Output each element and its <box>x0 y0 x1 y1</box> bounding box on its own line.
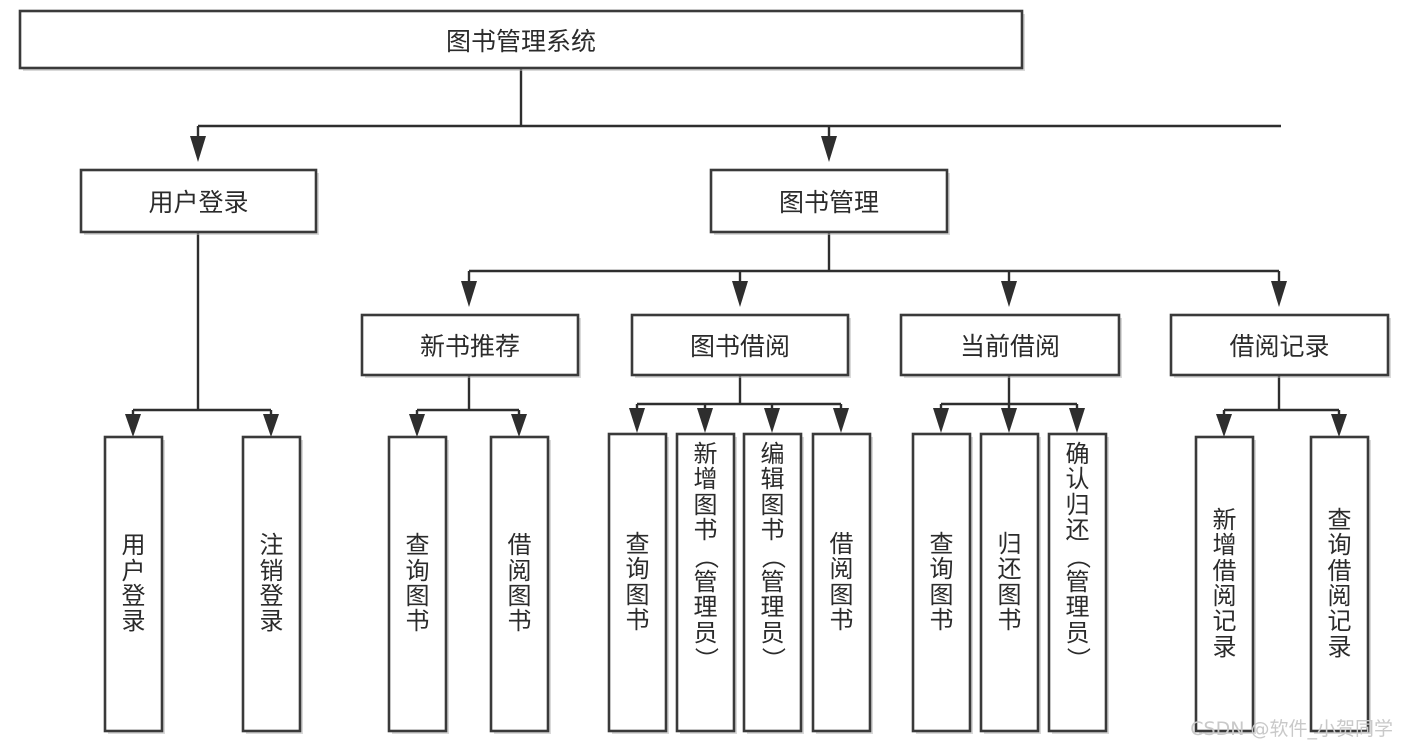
arrow-head-bookborrow-leaf-3 <box>764 408 780 433</box>
node-leaf-new-book-2[interactable] <box>489 435 551 734</box>
arrow-head-bookborrow-leaf-4 <box>833 408 849 433</box>
node-leaf-book-borrow-4[interactable] <box>811 432 873 734</box>
node-user-login[interactable] <box>79 168 319 235</box>
node-leaf-new-book-1[interactable] <box>387 435 449 734</box>
arrow-head-userlogin-leaf-2 <box>263 414 279 437</box>
node-leaf-user-login-2[interactable] <box>241 435 303 734</box>
connector-group-bookmanage-to-level3 <box>461 232 1287 307</box>
node-current-borrow[interactable] <box>899 313 1122 378</box>
arrow-head-borrowrecord-leaf-2 <box>1331 414 1347 437</box>
node-book-borrow[interactable] <box>630 313 851 378</box>
node-leaf-borrow-record-2[interactable] <box>1309 435 1371 734</box>
node-book-manage[interactable] <box>709 168 950 235</box>
arrow-head-currentborrow-leaf-1 <box>933 408 949 433</box>
connector-group-userlogin-leaves <box>125 232 279 437</box>
arrow-head-borrowrecord-leaf-1 <box>1216 414 1232 437</box>
node-leaf-current-borrow-1[interactable] <box>911 432 973 734</box>
node-borrow-record[interactable] <box>1169 313 1391 378</box>
arrow-head-borrow-record <box>1271 281 1287 307</box>
arrow-head-bookborrow-leaf-1 <box>629 408 645 433</box>
connector-group-currentborrow-leaves <box>933 375 1085 433</box>
node-leaf-book-borrow-3[interactable] <box>742 432 804 734</box>
node-leaf-user-login-1[interactable] <box>103 435 165 734</box>
node-leaf-borrow-record-1[interactable] <box>1194 435 1256 734</box>
arrow-head-userlogin-leaf-1 <box>125 414 141 437</box>
arrow-head-bookborrow-leaf-2 <box>697 408 713 433</box>
node-leaf-current-borrow-2[interactable] <box>979 432 1041 734</box>
node-leaf-current-borrow-3[interactable] <box>1047 432 1109 734</box>
node-leaf-book-borrow-1[interactable] <box>607 432 669 734</box>
arrow-head-newbook-leaf-2 <box>511 414 527 437</box>
connector-group-root-to-level2 <box>190 68 1281 162</box>
arrow-head-book-borrow <box>732 281 748 307</box>
connector-group-borrowrecord-leaves <box>1216 375 1347 437</box>
node-leaf-book-borrow-2[interactable] <box>675 432 737 734</box>
arrow-head-currentborrow-leaf-3 <box>1069 408 1085 433</box>
arrow-head-book-manage <box>821 136 837 162</box>
arrow-head-new-book <box>461 281 477 307</box>
arrow-head-newbook-leaf-1 <box>409 414 425 437</box>
connector-group-newbook-leaves <box>409 375 527 437</box>
arrow-head-current-borrow <box>1001 281 1017 307</box>
arrow-head-user-login <box>190 136 206 162</box>
arrow-head-currentborrow-leaf-2 <box>1001 408 1017 433</box>
node-root[interactable] <box>18 9 1025 71</box>
node-new-book-recommend[interactable] <box>360 313 581 378</box>
connector-group-bookborrow-leaves <box>629 375 849 433</box>
